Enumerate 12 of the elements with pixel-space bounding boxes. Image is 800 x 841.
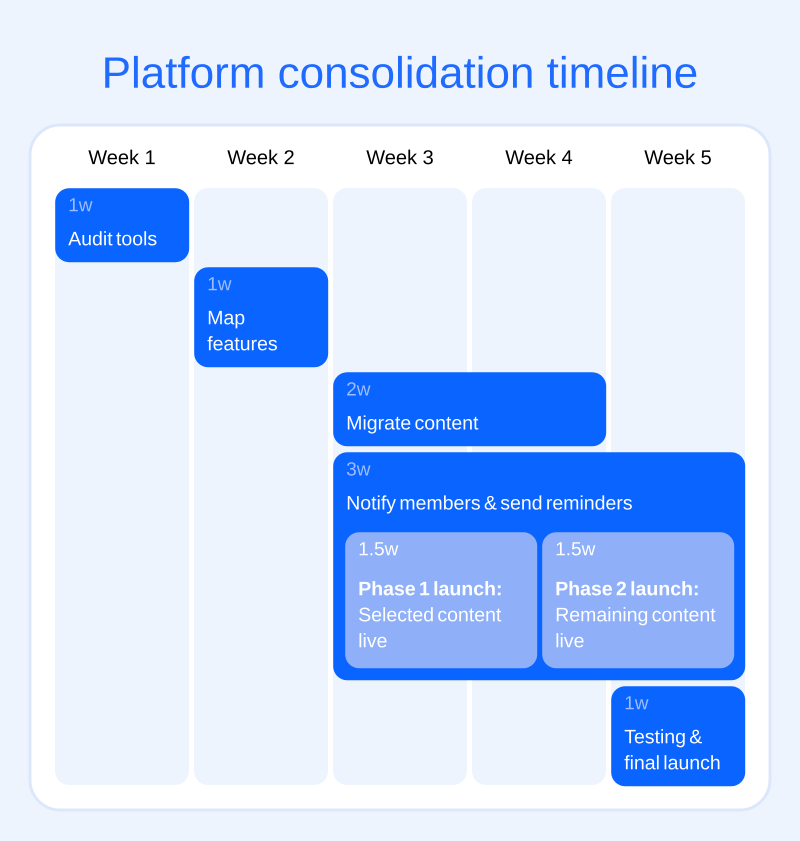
phase-box: 1.5w Phase 2 launch: Remaining content live xyxy=(542,532,734,668)
week-header: Week 4 xyxy=(505,150,572,164)
task-box: 1w Map features xyxy=(194,267,328,368)
task-box: 1w Testing & final launch xyxy=(611,686,746,786)
week-header: Week 3 xyxy=(366,150,433,164)
week-header: Week 5 xyxy=(644,150,711,164)
week-header: Week 2 xyxy=(227,150,294,164)
task-box: 2w Migrate content xyxy=(333,372,606,446)
task-box: 1w Audit tools xyxy=(55,188,190,262)
week-header: Week 1 xyxy=(88,150,155,164)
phase-box: 1.5w Phase 1 launch: Selected content live xyxy=(345,532,538,668)
title: Platform consolidation timeline xyxy=(105,56,696,88)
